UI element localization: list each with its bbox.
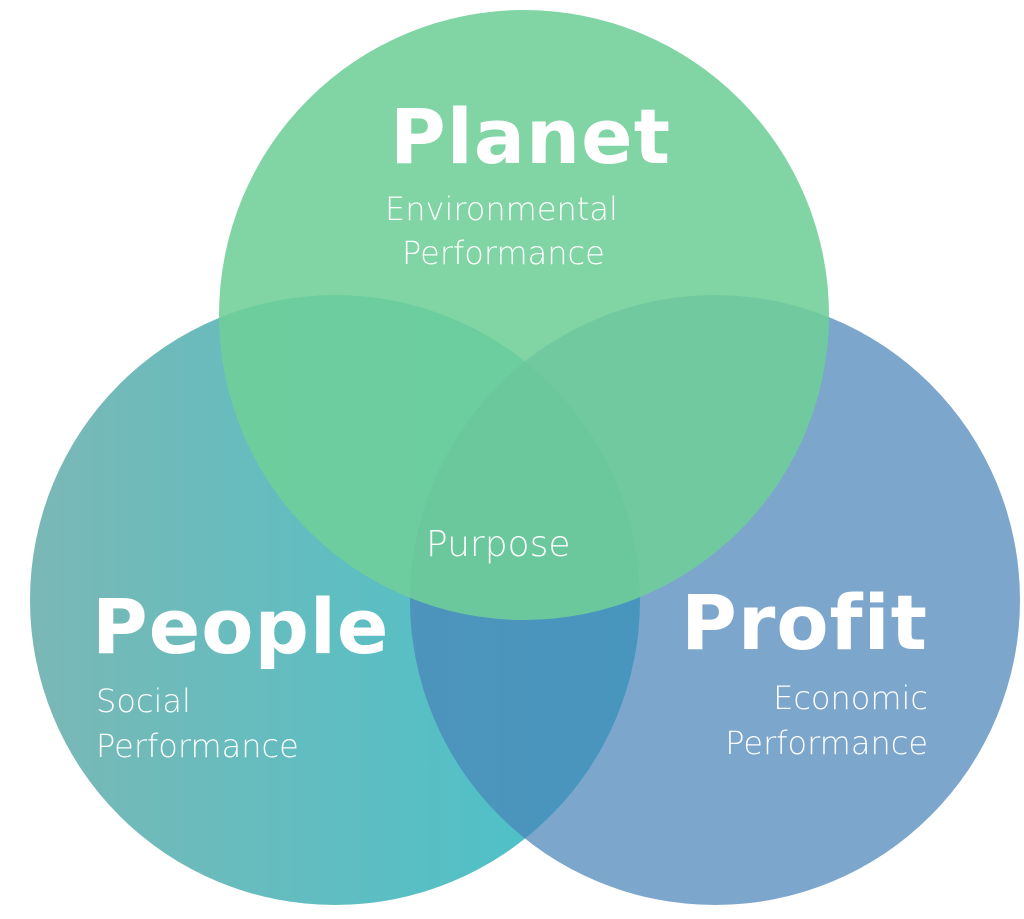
planet-title: Planet (390, 92, 672, 181)
profit-title: Profit (681, 578, 928, 667)
people-subtitle-2: Performance (96, 727, 299, 765)
planet-circle (219, 10, 829, 620)
planet-subtitle-2: Performance (402, 234, 605, 272)
purpose-label: Purpose (426, 524, 571, 565)
people-title: People (92, 582, 390, 671)
planet-subtitle-1: Environmental (385, 190, 618, 228)
profit-subtitle-1: Economic (773, 679, 928, 717)
people-subtitle-1: Social (96, 682, 191, 720)
profit-subtitle-2: Performance (725, 724, 928, 762)
